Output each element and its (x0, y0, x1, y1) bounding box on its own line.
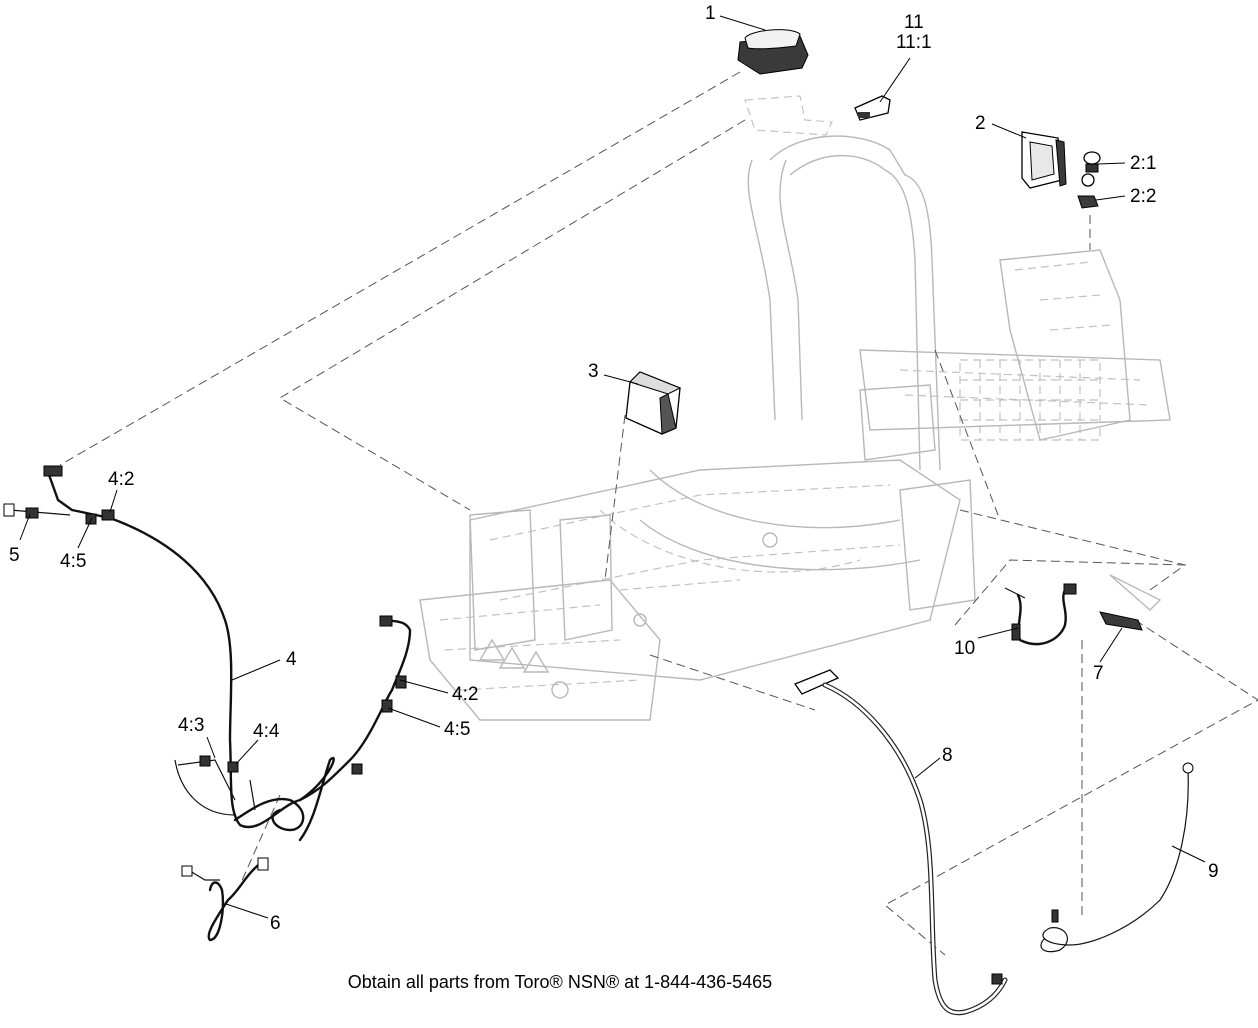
part-10-harness (1004, 583, 1077, 646)
callout-5: 5 (9, 545, 20, 566)
callout-4-5-top: 4:5 (60, 551, 87, 572)
callout-8: 8 (942, 745, 953, 766)
callout-11-1: 11:1 (896, 32, 932, 53)
vehicle-frame (419, 95, 1171, 721)
part-1-display-unit (737, 29, 809, 75)
callout-2: 2 (975, 113, 986, 134)
callout-1: 1 (705, 3, 716, 24)
part-5-pigtail (3, 503, 71, 519)
callout-6: 6 (270, 913, 281, 934)
part-6-antenna-cable (181, 857, 269, 942)
part-2-1-mount-knob (1081, 151, 1101, 187)
part-7-receiver (1099, 574, 1162, 631)
parts-source-footer: Obtain all parts from Toro® NSN® at 1-84… (347, 972, 773, 992)
callout-11: 11 (904, 12, 924, 33)
callout-7: 7 (1093, 663, 1104, 684)
callout-4-3: 4:3 (178, 715, 205, 736)
callout-2-1: 2:1 (1130, 153, 1157, 174)
callout-10: 10 (954, 638, 976, 659)
callout-4-2-top: 4:2 (108, 469, 135, 490)
callout-4-4: 4:4 (253, 721, 280, 742)
part-4-wire-harness (43, 465, 412, 842)
part-9-cable (1040, 762, 1194, 953)
callout-9: 9 (1208, 861, 1219, 882)
part-11-bracket (854, 95, 891, 121)
callout-4: 4 (286, 649, 297, 670)
part-8-cable (793, 669, 1008, 1016)
part-3-controller-box (625, 371, 682, 435)
callout-3: 3 (588, 361, 599, 382)
leader-lines (19, 15, 1206, 919)
callout-2-2: 2:2 (1130, 186, 1157, 207)
part-2-2-mount-plate (1077, 195, 1099, 209)
assembly-guide-lines (59, 71, 1258, 956)
callout-4-5-right: 4:5 (444, 719, 471, 740)
part-2-monitor (1021, 131, 1067, 189)
callout-4-2-right: 4:2 (452, 684, 479, 705)
